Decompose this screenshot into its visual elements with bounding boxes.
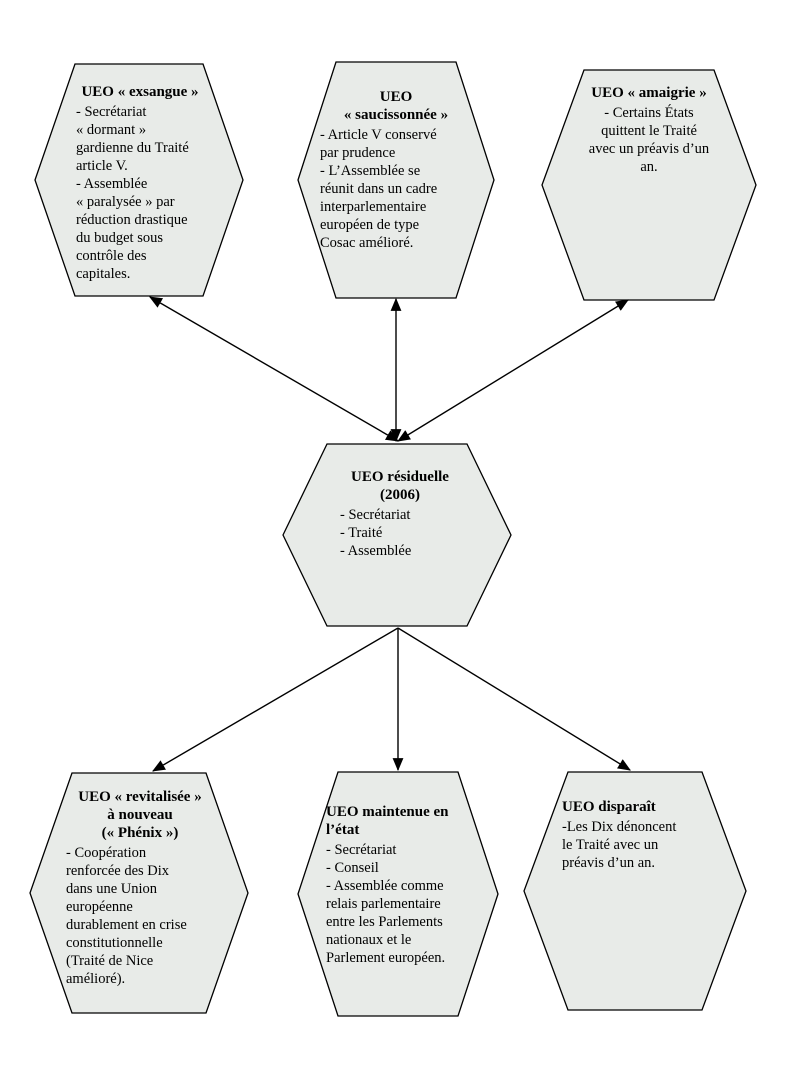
node-bottom-right: UEO disparaît -Les Dix dénoncent le Trai… [562, 798, 724, 872]
node-top-right-body: - Certains États quittent le Traité avec… [588, 105, 710, 175]
node-top-left: UEO « exsangue » - Secrétariat « dormant… [58, 83, 222, 283]
arrow-center-to-top-left [149, 296, 399, 442]
hexagon-bottom-left [29, 772, 249, 1014]
node-bottom-middle-body: - Secrétariat - Conseil - Assemblée comm… [326, 842, 446, 966]
node-bottom-left-body: - Coopération renforcée des Dix dans une… [66, 845, 187, 987]
hexagon-bottom-middle [297, 771, 499, 1017]
node-center-body: - Secrétariat - Traité - Assemblée [340, 507, 412, 559]
node-bottom-right-body: -Les Dix dénoncent le Traité avec un pré… [562, 819, 677, 871]
node-top-middle: UEO « saucissonnée » - Article V conserv… [308, 88, 484, 252]
node-center-title: UEO résiduelle (2006) [351, 469, 449, 503]
arrow-center-to-top-right [397, 299, 629, 442]
node-top-right-title: UEO « amaigrie » [591, 85, 707, 101]
node-bottom-middle: UEO maintenue en l’état - Secrétariat - … [326, 803, 484, 967]
node-bottom-left: UEO « revitalisée » à nouveau (« Phénix … [52, 788, 228, 988]
hexagon-center [282, 443, 512, 627]
node-top-middle-title: UEO « saucissonnée » [343, 89, 449, 123]
node-top-right: UEO « amaigrie » - Certains États quitte… [556, 84, 742, 176]
node-top-middle-body: - Article V conservé par prudence - L’As… [320, 127, 438, 251]
node-center: UEO résiduelle (2006) - Secrétariat - Tr… [312, 468, 488, 560]
arrow-center-to-bottom-right [397, 627, 631, 771]
hexagon-top-left [34, 63, 244, 297]
node-top-left-title: UEO « exsangue » [81, 84, 199, 100]
hexagon-bottom-right [523, 771, 747, 1011]
node-bottom-right-title: UEO disparaît [562, 799, 656, 815]
arrow-center-to-bottom-left [152, 627, 399, 772]
node-top-left-body: - Secrétariat « dormant » gardienne du T… [76, 104, 189, 282]
node-bottom-left-title: UEO « revitalisée » à nouveau (« Phénix … [78, 789, 202, 841]
node-bottom-middle-title: UEO maintenue en l’état [326, 804, 449, 838]
